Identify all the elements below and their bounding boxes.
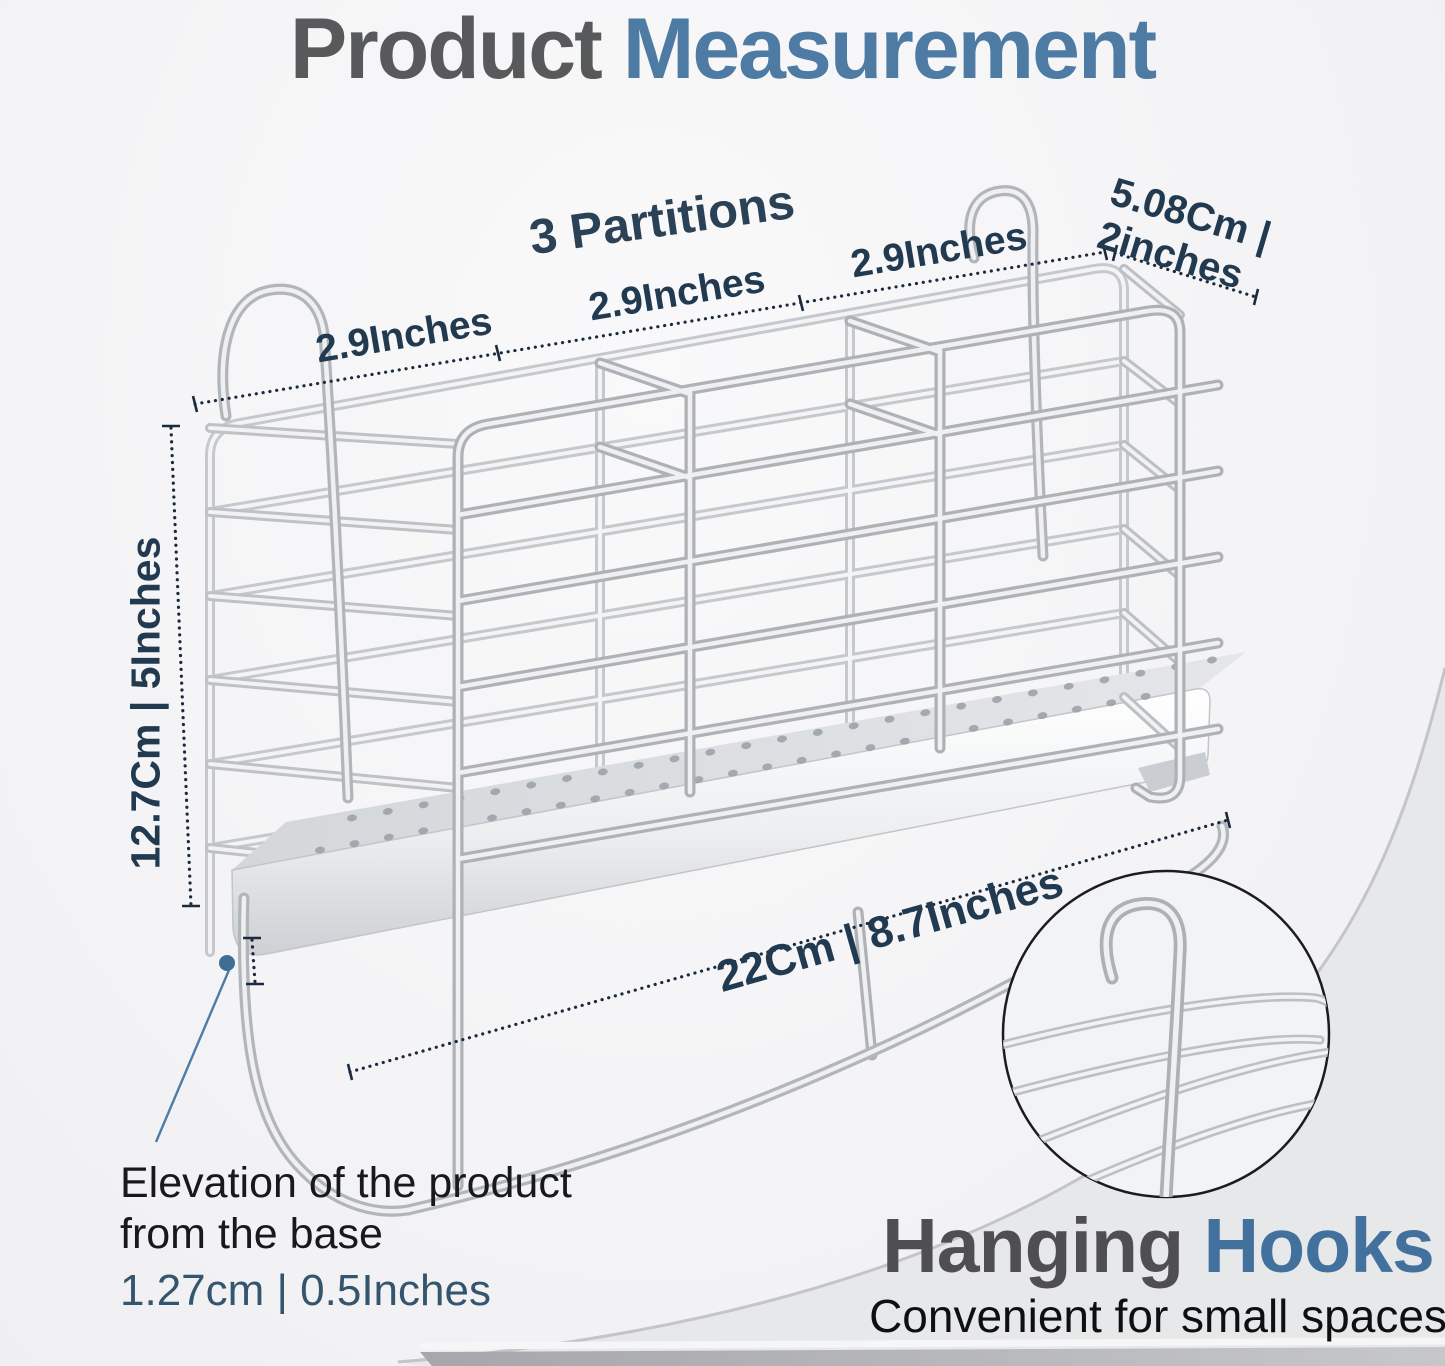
leader-dot — [219, 955, 235, 971]
elevation-note: Elevation of the product from the base 1… — [120, 1158, 720, 1316]
elevation-value: 1.27cm | 0.5Inches — [120, 1266, 491, 1315]
right-foot-plate — [1138, 752, 1210, 792]
feet-wires — [241, 823, 1226, 1214]
dimension-lines — [162, 243, 1260, 1081]
height-dimension-label: 12.7Cm | 5Inches — [122, 536, 169, 870]
left-hook-icon — [220, 287, 351, 801]
right-hook-icon — [967, 188, 1046, 559]
dimension-line-elevation — [243, 936, 264, 986]
dimension-line-partitions — [191, 243, 1109, 413]
elevation-desc-line1: Elevation of the product — [120, 1159, 572, 1207]
page-title: Product Measurement — [0, 0, 1445, 99]
hanging-hooks-caption: Hanging Hooks Convenient for small space… — [858, 1206, 1445, 1343]
elevation-desc-line2: from the base — [120, 1210, 383, 1258]
bottom-edge-band — [420, 1347, 1445, 1366]
title-part2: Measurement — [622, 1, 1157, 97]
dimension-line-height — [162, 424, 200, 908]
inset-subheading: Convenient for small spaces — [869, 1290, 1445, 1342]
elevation-leader — [154, 955, 235, 1143]
inset-heading: Hanging Hooks — [882, 1203, 1435, 1289]
title-part1: Product — [289, 1, 603, 97]
dimension-line-width — [1111, 244, 1260, 306]
front-panel-wires — [455, 307, 1221, 1189]
dimension-line-length — [346, 811, 1232, 1081]
inset-hook-icon — [1103, 900, 1183, 1197]
